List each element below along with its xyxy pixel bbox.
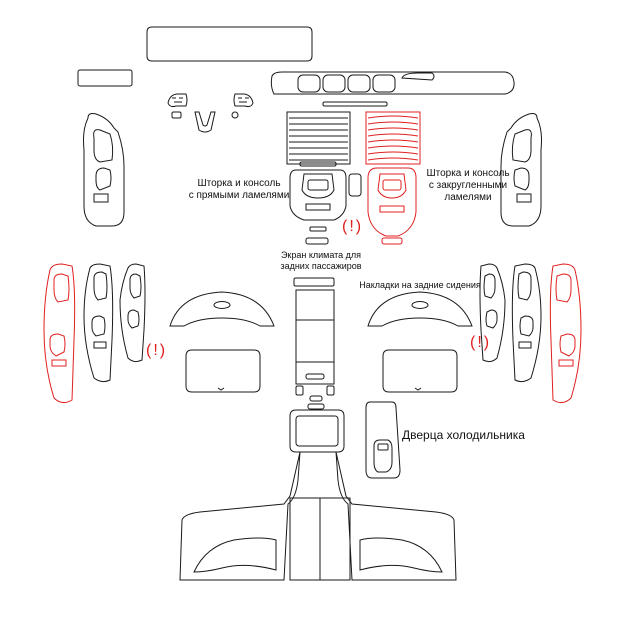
left-rear-seat-cover (170, 292, 274, 326)
left-rear-tray-panel (186, 350, 260, 392)
warning-center: (!) (342, 218, 364, 235)
right-rear-seat-cover (368, 292, 472, 326)
top-display-panel (147, 27, 312, 61)
label-rear-climate-screen: Экран климата для задних пассажиров (280, 250, 362, 271)
rounded-louver-blind (366, 112, 420, 164)
right-rear-door-panel-2 (512, 264, 541, 382)
right-rear-door-panel-red (550, 264, 581, 403)
small-trim-strip (78, 70, 132, 86)
straight-louver-blind (287, 112, 350, 166)
left-floor-trim (180, 452, 300, 580)
right-rear-tray-panel (383, 350, 457, 392)
center-floor-trim (290, 498, 350, 580)
left-rear-door-panel-red (44, 264, 75, 403)
front-right-door-panel (501, 114, 542, 227)
dashboard-vent-trim (271, 72, 514, 106)
right-floor-trim (336, 452, 456, 580)
front-left-door-panel (84, 114, 125, 227)
label-rounded-louvers: Шторка и консоль с закругленными ламелям… (426, 168, 510, 203)
right-rear-door-panel-3 (480, 264, 505, 362)
rear-control-panel (290, 410, 344, 452)
label-straight-louvers: Шторка и консоль с прямыми ламелями (188, 178, 290, 201)
straight-console (290, 170, 361, 244)
label-rear-seat-covers: Накладки на задние сидения (359, 280, 481, 290)
warning-left: (!) (146, 342, 168, 359)
left-rear-door-panel-2 (84, 264, 113, 382)
rear-console-column (296, 290, 334, 409)
fridge-door (366, 402, 400, 478)
rounded-console (368, 168, 416, 244)
label-fridge-door: Дверца холодильника (402, 428, 525, 442)
rear-climate-screen (294, 278, 334, 286)
steering-buttons (168, 94, 253, 132)
warning-right: (!) (470, 334, 492, 351)
left-rear-door-panel-3 (120, 264, 145, 362)
